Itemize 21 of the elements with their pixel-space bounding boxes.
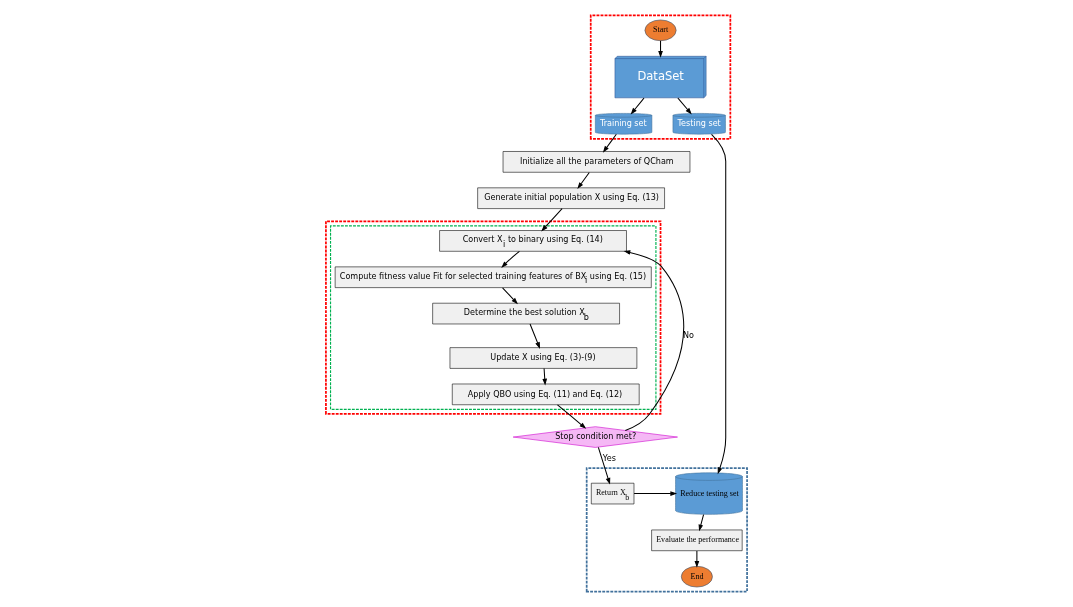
node-ellipse: Start xyxy=(644,19,677,41)
arrow xyxy=(633,491,678,496)
arrow xyxy=(577,171,590,189)
arrow xyxy=(677,97,692,115)
arrow xyxy=(630,97,645,115)
arrow xyxy=(529,323,541,349)
arrow xyxy=(698,514,705,532)
arrow xyxy=(694,550,700,568)
arrow xyxy=(711,133,727,475)
arrow xyxy=(541,208,563,232)
node-box: Evaluate the performance xyxy=(651,529,743,551)
arrow xyxy=(623,250,685,431)
arrow xyxy=(502,287,518,305)
arrow xyxy=(658,40,663,58)
arrow xyxy=(602,133,617,153)
arrow xyxy=(501,250,520,268)
cluster xyxy=(589,14,732,140)
node-ellipse: End xyxy=(681,566,713,588)
arrow xyxy=(556,404,587,429)
arrow xyxy=(597,446,611,485)
arrow xyxy=(542,368,548,386)
